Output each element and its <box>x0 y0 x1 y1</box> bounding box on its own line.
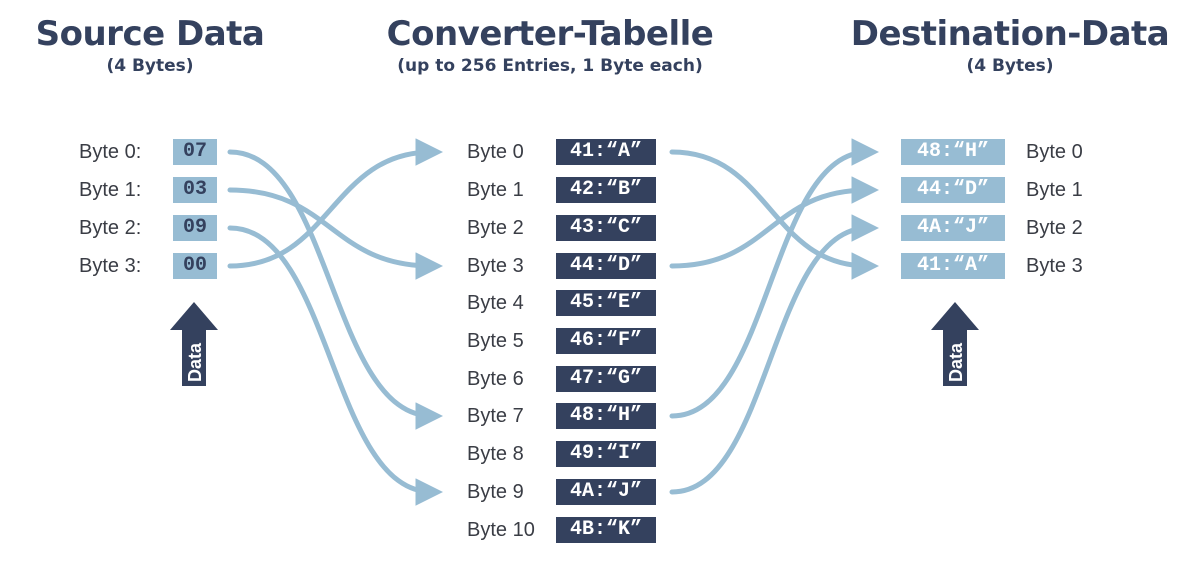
table-row-8-label: Byte 8 <box>467 443 524 465</box>
destination-row-0-value: 48:“H” <box>901 139 1005 165</box>
arrow-table-3-to-destination-1 <box>669 176 879 269</box>
table-row-3-value: 44:“D” <box>556 253 656 279</box>
table-row-7-value: 48:“H” <box>556 403 656 429</box>
table-row-8-value: 49:“I” <box>556 441 656 467</box>
table-row-1-label: Byte 1 <box>467 179 524 201</box>
destination-arrow-label: Data <box>946 342 966 382</box>
destination-data-up-arrow: Data <box>931 302 979 386</box>
arrow-source-3-to-table-0 <box>227 138 443 269</box>
table-title: Converter-Tabelle <box>386 14 714 54</box>
table-row-4-label: Byte 4 <box>467 292 524 314</box>
destination-row-0-label: Byte 0 <box>1026 141 1083 163</box>
table-row-9-label: Byte 9 <box>467 481 524 503</box>
source-row-0-value: 07 <box>173 139 217 165</box>
arrow-table-7-to-destination-0 <box>669 138 879 419</box>
table-row-0-label: Byte 0 <box>467 141 524 163</box>
destination-row-2-value: 4A:“J” <box>901 215 1005 241</box>
table-row-10-label: Byte 10 <box>467 519 535 541</box>
table-row-6-label: Byte 6 <box>467 368 524 390</box>
destination-row-2-label: Byte 2 <box>1026 217 1083 239</box>
table-row-3-label: Byte 3 <box>467 255 524 277</box>
table-row-4-value: 45:“E” <box>556 290 656 316</box>
table-row-7-label: Byte 7 <box>467 405 524 427</box>
destination-row-1-label: Byte 1 <box>1026 179 1083 201</box>
table-row-5-value: 46:“F” <box>556 328 656 354</box>
table-row-6-value: 47:“G” <box>556 366 656 392</box>
destination-row-3-label: Byte 3 <box>1026 255 1083 277</box>
source-data-up-arrow: Data <box>170 302 218 386</box>
table-row-2-value: 43:“C” <box>556 215 656 241</box>
table-row-5-label: Byte 5 <box>467 330 524 352</box>
source-row-1-value: 03 <box>173 177 217 203</box>
source-row-3-label: Byte 3: <box>79 255 142 277</box>
source-row-1-label: Byte 1: <box>79 179 142 201</box>
table-row-1-value: 42:“B” <box>556 177 656 203</box>
source-row-2-label: Byte 2: <box>79 217 142 239</box>
source-subtitle: (4 Bytes) <box>106 56 194 76</box>
arrow-table-9-to-destination-2 <box>669 214 879 495</box>
arrow-table-0-to-destination-3 <box>669 149 879 280</box>
destination-row-1-value: 44:“D” <box>901 177 1005 203</box>
source-row-0-label: Byte 0: <box>79 141 142 163</box>
destination-row-3-value: 41:“A” <box>901 253 1005 279</box>
table-row-0-value: 41:“A” <box>556 139 656 165</box>
source-row-2-value: 09 <box>173 215 217 241</box>
source-row-3-value: 00 <box>173 253 217 279</box>
destination-title: Destination-Data <box>850 14 1170 54</box>
table-row-10-value: 4B:“K” <box>556 517 656 543</box>
arrow-source-1-to-table-3 <box>227 187 443 280</box>
table-row-9-value: 4A:“J” <box>556 479 656 505</box>
table-row-2-label: Byte 2 <box>467 217 524 239</box>
destination-subtitle: (4 Bytes) <box>966 56 1054 76</box>
source-title: Source Data <box>35 14 265 54</box>
arrow-source-0-to-table-7 <box>227 149 443 430</box>
arrow-source-2-to-table-9 <box>227 225 443 506</box>
source-arrow-label: Data <box>185 342 205 382</box>
table-subtitle: (up to 256 Entries, 1 Byte each) <box>397 56 703 76</box>
